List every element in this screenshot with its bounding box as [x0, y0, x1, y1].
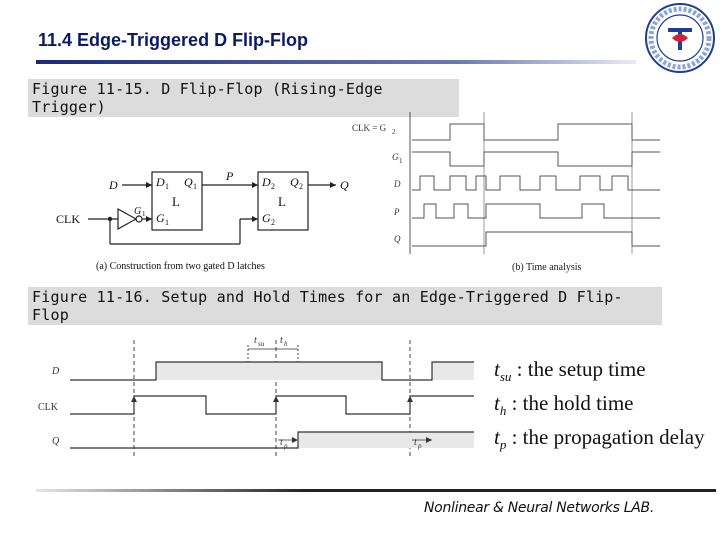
latch1-q-pin: Q [184, 175, 193, 189]
footer-lab-name: Nonlinear & Neural Networks LAB. [424, 500, 654, 516]
latch1-d-pin: D [155, 175, 165, 189]
latch1-g-pin: G [156, 211, 165, 225]
circuit-d-label: D [108, 178, 118, 192]
latch1-g-sub: 1 [165, 218, 169, 227]
inverter-g1-label: G [134, 206, 141, 217]
figure1-caption: Figure 11-15. D Flip-Flop (Rising-Edge T… [28, 79, 459, 117]
timing-b-tp1-sub: p [283, 442, 288, 450]
timing-b-tp2: t [414, 437, 417, 448]
timing-a-signal-d: D [393, 179, 401, 189]
timing-a-signal-g1: G [392, 152, 399, 162]
figure2-caption: Figure 11-16. Setup and Hold Times for a… [28, 287, 662, 325]
timing-b-tp1: t [280, 437, 283, 448]
latch2-box [257, 171, 309, 231]
latch2-g-pin: G [262, 211, 271, 225]
timing-a-signal-q: Q [394, 234, 401, 244]
latch2-name: L [278, 194, 286, 209]
university-logo [645, 3, 715, 73]
timing-b-tsu: t [254, 335, 257, 346]
latch1-d-sub: 1 [165, 182, 169, 191]
slide-title: 11.4 Edge-Triggered D Flip-Flop [38, 30, 309, 50]
latch2-q-sub: 2 [299, 182, 303, 191]
timing-b-signal-clk: CLK [38, 402, 59, 413]
timing-b-signal-d: D [51, 366, 60, 377]
timing-b-tp2-sub: p [417, 442, 422, 450]
circuit-p-label: P [225, 169, 234, 183]
timing-a-signal-clk: CLK = G [352, 123, 387, 133]
definition-hold: th : the hold time [494, 391, 634, 419]
timing-b-th: t [280, 335, 283, 346]
latch1-name: L [172, 194, 180, 209]
circuit-q-label: Q [340, 178, 349, 192]
timing-b-tsu-sub: su [258, 340, 265, 348]
latch2-d-pin: D [261, 175, 271, 189]
latch2-g-sub: 2 [271, 218, 275, 227]
latch1-q-sub: 1 [193, 182, 197, 191]
inverter-g1-sub: 1 [142, 210, 146, 218]
title-underline [36, 60, 636, 64]
definition-setup: tsu : the setup time [494, 357, 646, 385]
latch2-q-pin: Q [290, 175, 299, 189]
timing-a-signal-g1-sub: 1 [399, 157, 403, 165]
timing-b-signal-q: Q [52, 436, 60, 447]
latch2-d-sub: 2 [271, 182, 275, 191]
timing-b-th-sub: h [284, 340, 288, 348]
footer-rule [36, 489, 716, 492]
latch1-box [151, 171, 203, 231]
circuit-clk-label: CLK [56, 212, 80, 226]
timing-a-signal-clk-sub: 2 [392, 128, 396, 136]
timing-definitions: tsu : the setup time th : the hold time … [488, 353, 720, 459]
definition-propagation: tp : the propagation delay [494, 425, 705, 453]
timing-a-caption: (b) Time analysis [512, 262, 582, 273]
timing-a-signal-p: P [393, 207, 400, 217]
circuit-caption: (a) Construction from two gated D latche… [96, 261, 265, 272]
